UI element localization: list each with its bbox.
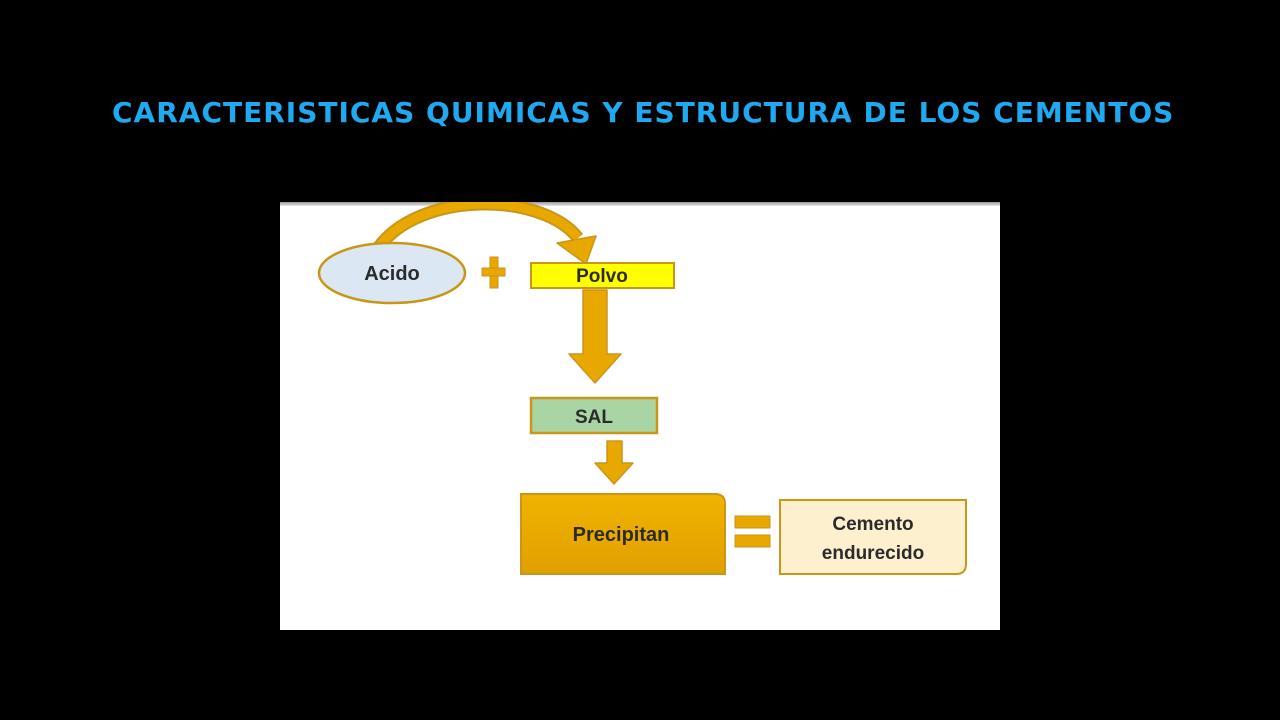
down-arrow-2 <box>594 440 634 485</box>
polvo-node: Polvo <box>530 262 675 289</box>
cemento-label-line2: endurecido <box>822 543 924 564</box>
sal-label: SAL <box>575 407 613 428</box>
polvo-label: Polvo <box>576 266 628 287</box>
down-arrow-1 <box>568 289 622 384</box>
cemento-label-line1: Cemento <box>832 514 913 535</box>
precipitan-label: Precipitan <box>573 524 670 546</box>
acido-label: Acido <box>364 263 420 285</box>
slide-title: CARACTERISTICAS QUIMICAS Y ESTRUCTURA DE… <box>112 96 1175 129</box>
curved-arrow <box>372 202 597 265</box>
plus-icon <box>481 256 506 289</box>
acido-node: Acido <box>317 241 467 305</box>
equals-icon <box>734 515 771 548</box>
cemento-node: Cemento endurecido <box>779 499 967 575</box>
flow-diagram: Acido Polvo SAL <box>317 202 967 575</box>
diagram-figure: Acido Polvo SAL <box>280 202 1000 630</box>
figure-top-border <box>280 202 1000 206</box>
sal-node: SAL <box>529 396 659 435</box>
precipitan-node: Precipitan <box>520 493 726 575</box>
